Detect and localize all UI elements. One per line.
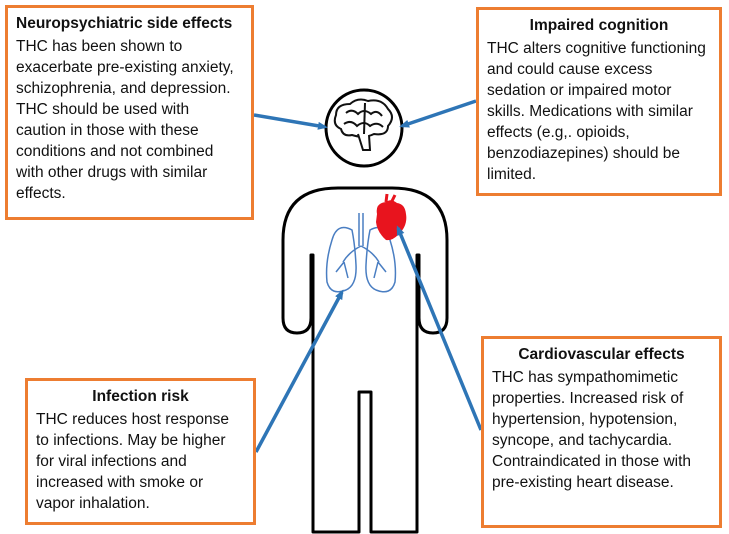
cardiovascular-box: Cardiovascular effects THC has sympathom…	[481, 336, 722, 528]
arrow-infection-to-lungs	[254, 289, 344, 453]
box-text: THC alters cognitive functioning and cou…	[487, 40, 706, 183]
body-outline	[281, 186, 449, 534]
box-title: Infection risk	[92, 388, 189, 405]
box-text: THC has been shown to exacerbate pre-exi…	[16, 38, 234, 202]
arrow-cognition-to-brain	[399, 99, 477, 128]
arrow-neuro-to-brain	[253, 113, 328, 130]
human-figure-icon	[281, 88, 449, 534]
box-title: Impaired cognition	[529, 17, 669, 34]
box-title: Neuropsychiatric side effects	[16, 15, 233, 32]
infection-box: Infection risk THC reduces host response…	[25, 378, 256, 525]
box-title: Cardiovascular effects	[518, 346, 685, 363]
brain-icon	[333, 98, 393, 151]
arrow-cardio-to-heart	[396, 225, 483, 431]
lungs-icon	[325, 213, 397, 293]
neuropsychiatric-box: Neuropsychiatric side effects THC has be…	[5, 5, 254, 220]
box-text: THC has sympathomimetic properties. Incr…	[492, 369, 692, 491]
box-text: THC reduces host response to infections.…	[36, 411, 229, 512]
cognition-box: Impaired cognition THC alters cognitive …	[476, 7, 722, 196]
